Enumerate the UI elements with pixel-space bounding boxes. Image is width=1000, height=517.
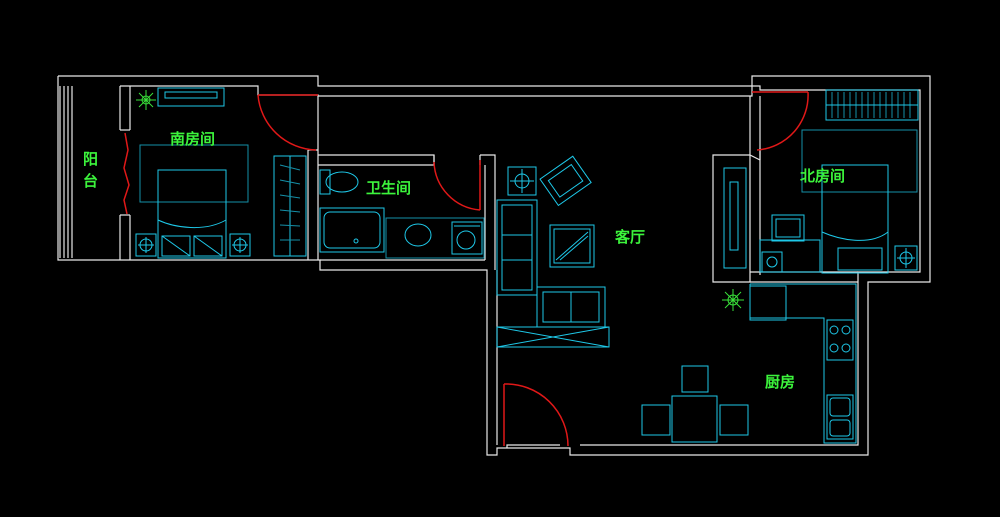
north-bedroom-door xyxy=(752,91,809,151)
living-room-furniture xyxy=(496,155,610,348)
south-bedroom-label: 南房间 xyxy=(170,130,215,148)
entrance-door xyxy=(503,383,569,447)
balcony-door xyxy=(123,132,130,215)
south-bedroom-furniture xyxy=(135,87,307,259)
kitchen-furniture xyxy=(641,283,857,444)
kitchen-label: 厨房 xyxy=(765,373,795,391)
balcony-label-2: 台 xyxy=(83,172,98,190)
room-labels: 阳 台 南房间 卫生间 客厅 北房间 厨房 xyxy=(83,130,845,391)
south-bedroom-door xyxy=(257,94,318,151)
inner-wall xyxy=(120,85,921,446)
doors xyxy=(123,91,809,447)
balcony-label-1: 阳 xyxy=(83,150,98,168)
bathroom-furniture xyxy=(319,169,485,259)
north-bedroom-furniture xyxy=(723,89,919,274)
bathroom-door xyxy=(433,160,481,211)
north-bedroom-label: 北房间 xyxy=(800,167,845,185)
bathroom-label: 卫生间 xyxy=(366,179,411,197)
plant-icon xyxy=(722,289,744,311)
living-room-label: 客厅 xyxy=(614,228,645,246)
plant-icon xyxy=(136,90,156,110)
